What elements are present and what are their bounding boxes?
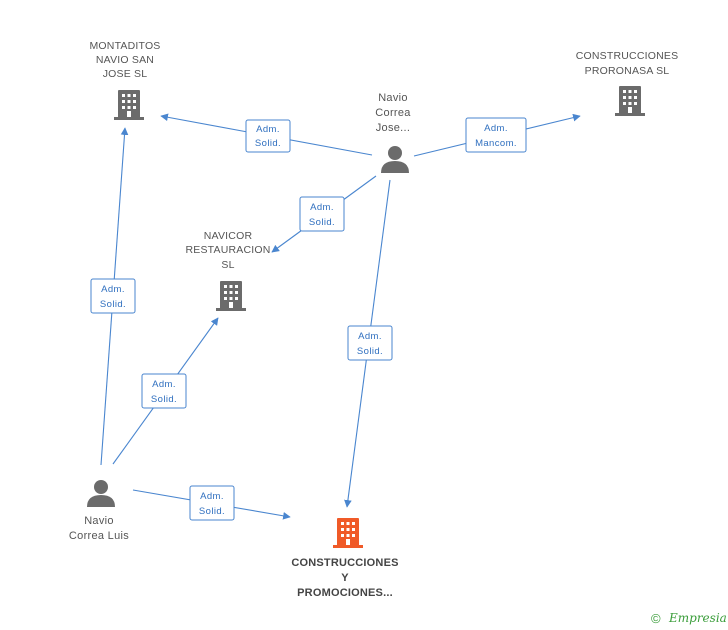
node-label-line: Correa [375, 107, 411, 119]
edge-label-line: Solid. [199, 506, 225, 517]
node-label-line: CONSTRUCCIONES [291, 557, 398, 569]
person-icon [381, 146, 409, 173]
node-label-line: Y [341, 572, 349, 584]
node-proronasa[interactable]: CONSTRUCCIONES PRORONASA SL [576, 50, 679, 116]
node-montaditos[interactable]: MONTADITOS NAVIO SAN JOSE SL [89, 40, 160, 120]
node-label-line: JOSE SL [103, 68, 148, 80]
node-label-line: PROMOCIONES... [297, 587, 393, 599]
node-label-line: PRORONASA SL [585, 65, 670, 77]
node-navicor[interactable]: NAVICOR RESTAURACION SL [185, 230, 270, 311]
edge-label-line: Solid. [309, 217, 335, 228]
edges [100, 113, 581, 520]
edge-label-line: Adm. [358, 331, 382, 342]
edge-label-luis-navicor[interactable]: Adm. Solid. [141, 373, 187, 409]
node-label-line: CONSTRUCCIONES [576, 50, 679, 62]
copyright-symbol: © [651, 611, 661, 626]
building-icon [216, 281, 246, 311]
node-label-line: MONTADITOS [89, 40, 160, 52]
node-label-line: RESTAURACION [185, 244, 270, 256]
node-label-line: NAVIO SAN [96, 54, 154, 66]
edge-label-jose-navicor[interactable]: Adm. Solid. [299, 196, 345, 232]
edge-label-line: Adm. [484, 123, 508, 134]
edge-label-line: Adm. [101, 284, 125, 295]
node-label-line: Correa Luis [69, 530, 129, 542]
building-icon-focus [333, 518, 363, 548]
edge-label-jose-montaditos[interactable]: Adm. Solid. [245, 119, 291, 153]
edge-label-luis-montaditos[interactable]: Adm. Solid. [90, 278, 136, 314]
edge-label-line: Adm. [200, 491, 224, 502]
edge-label-line: Solid. [255, 138, 281, 149]
building-icon [615, 86, 645, 116]
edge-label-jose-proronasa[interactable]: Adm. Mancom. [465, 117, 527, 153]
person-icon [87, 480, 115, 507]
footer-brand: © Empresia [651, 611, 727, 626]
edge-label-line: Adm. [256, 124, 280, 135]
edge-label-line: Adm. [310, 202, 334, 213]
node-label-line: NAVICOR [204, 230, 253, 242]
node-navio-jose[interactable]: Navio Correa Jose... [375, 92, 411, 173]
node-label-line: Navio [84, 515, 114, 527]
edge-label-jose-construcciones[interactable]: Adm. Solid. [347, 325, 393, 361]
node-label-line: SL [221, 259, 234, 271]
edge-label-line: Adm. [152, 379, 176, 390]
edge-label-luis-construcciones[interactable]: Adm. Solid. [189, 485, 235, 521]
edge-label-line: Solid. [151, 394, 177, 405]
node-navio-luis[interactable]: Navio Correa Luis [69, 480, 129, 542]
node-label-line: Jose... [376, 122, 411, 134]
node-construcciones-promociones[interactable]: CONSTRUCCIONES Y PROMOCIONES... [291, 518, 398, 599]
edge-label-line: Solid. [100, 299, 126, 310]
brand-name: Empresia [668, 611, 727, 625]
node-label-line: Navio [378, 92, 408, 104]
edge-label-line: Mancom. [475, 138, 517, 149]
edge-label-line: Solid. [357, 346, 383, 357]
building-icon [114, 90, 144, 120]
